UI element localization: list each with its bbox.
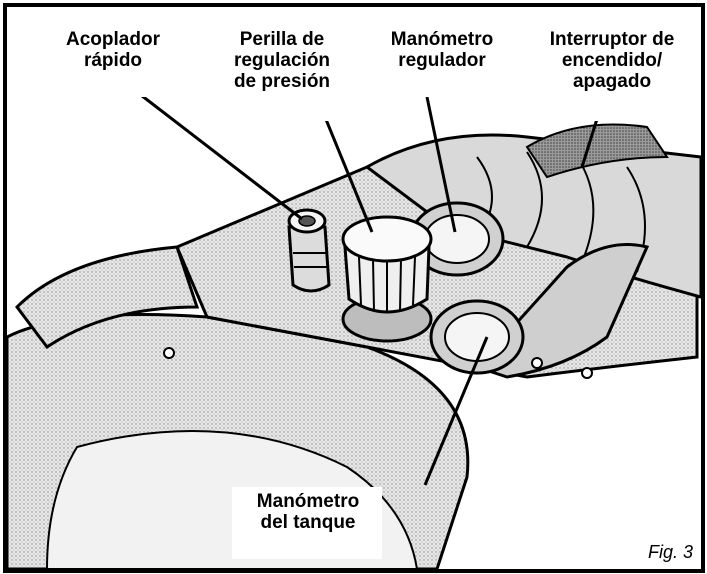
callout-line: Interruptor de [527, 29, 697, 50]
callout-line: del tanque [233, 512, 383, 533]
callout-line: rápido [33, 50, 193, 71]
callout-line: encendido/ [527, 50, 697, 71]
callout-line: regulación [207, 50, 357, 71]
callout-power-switch: Interruptor de encendido/ apagado [527, 29, 697, 92]
quick-coupler [289, 210, 329, 291]
callout-quick-coupler: Acoplador rápido [33, 29, 193, 71]
figure-label: Fig. 3 [648, 542, 693, 563]
callout-line: Acoplador [33, 29, 193, 50]
callout-line: Manómetro [369, 29, 515, 50]
pressure-knob [343, 217, 431, 341]
figure-frame: Acoplador rápido Perilla de regulación d… [3, 3, 705, 573]
callout-regulator-gauge: Manómetro regulador [369, 29, 515, 71]
callout-line: apagado [527, 71, 697, 92]
callout-line: Manómetro [233, 491, 383, 512]
callout-line: regulador [369, 50, 515, 71]
callout-pressure-knob: Perilla de regulación de presión [207, 29, 357, 92]
callout-line: de presión [207, 71, 357, 92]
callout-tank-gauge: Manómetro del tanque [233, 491, 383, 533]
callout-line: Perilla de [207, 29, 357, 50]
